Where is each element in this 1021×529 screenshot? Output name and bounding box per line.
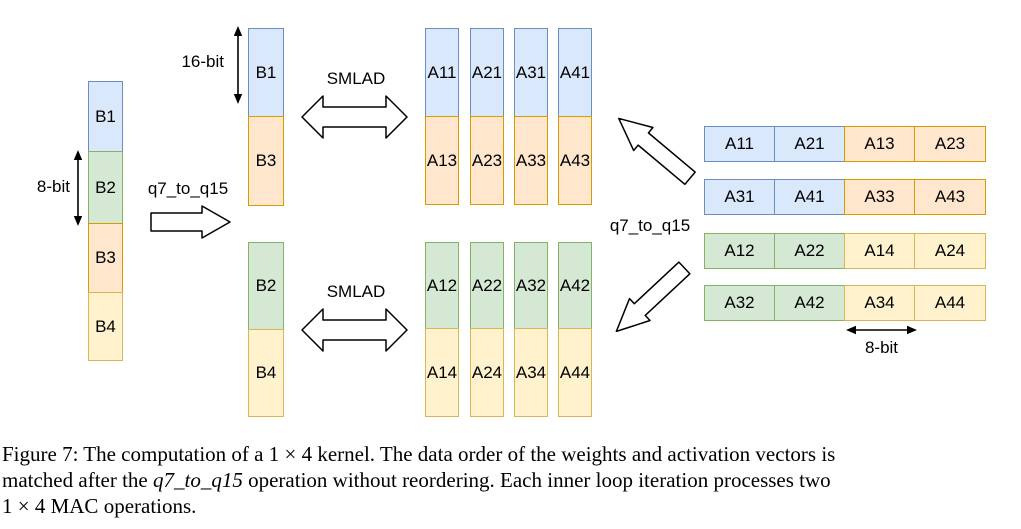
cell-a32: A32 bbox=[704, 285, 775, 321]
label-smlad-bottom: SMLAD bbox=[326, 282, 386, 301]
cell-a24: A24 bbox=[914, 233, 986, 269]
cell-a43: A43 bbox=[914, 179, 986, 215]
cell-a44: A44 bbox=[914, 285, 986, 321]
cell-a24: A24 bbox=[470, 328, 504, 417]
caption-line: Figure 7: The computation of a 1 × 4 ker… bbox=[2, 442, 836, 466]
cell-a14: A14 bbox=[425, 328, 459, 417]
vertical-measure-arrow-icon bbox=[73, 150, 83, 226]
label-8bit-left: 8-bit bbox=[36, 177, 70, 196]
cell-b1: B1 bbox=[88, 81, 123, 152]
vertical-measure-arrow-icon bbox=[233, 26, 243, 104]
cell-a32: A32 bbox=[514, 242, 548, 329]
cell-a21: A21 bbox=[774, 126, 845, 162]
cell-a44: A44 bbox=[558, 328, 592, 417]
cell-a22: A22 bbox=[470, 242, 504, 329]
cell-b2: B2 bbox=[88, 151, 123, 224]
cell-a23: A23 bbox=[470, 116, 504, 205]
cell-b3: B3 bbox=[248, 116, 284, 206]
figure-caption: Figure 7: The computation of a 1 × 4 ker… bbox=[2, 441, 1020, 519]
horizontal-measure-arrow-icon bbox=[846, 325, 917, 335]
cell-a43: A43 bbox=[558, 116, 592, 205]
cell-a42: A42 bbox=[558, 242, 592, 329]
cell-a13: A13 bbox=[425, 116, 459, 205]
cell-a31: A31 bbox=[514, 28, 548, 117]
label-smlad-top: SMLAD bbox=[326, 69, 386, 88]
double-arrow-icon bbox=[301, 95, 408, 139]
cell-a33: A33 bbox=[514, 116, 548, 205]
cell-a41: A41 bbox=[558, 28, 592, 117]
caption-line: 1 × 4 MAC operations. bbox=[2, 494, 197, 518]
cell-a34: A34 bbox=[844, 285, 915, 321]
caption-line: matched after the q7_to_q15 operation wi… bbox=[2, 468, 831, 492]
right-arrow-icon bbox=[150, 205, 231, 239]
label-q7-to-q15-right: q7_to_q15 bbox=[609, 216, 691, 235]
cell-a12: A12 bbox=[704, 233, 775, 269]
cell-a11: A11 bbox=[425, 28, 459, 117]
cell-a11: A11 bbox=[704, 126, 775, 162]
cell-a41: A41 bbox=[774, 179, 845, 215]
label-q7-to-q15-left: q7_to_q15 bbox=[147, 179, 229, 198]
cell-b1: B1 bbox=[248, 28, 284, 117]
cell-a14: A14 bbox=[844, 233, 915, 269]
cell-a34: A34 bbox=[514, 328, 548, 417]
cell-b2: B2 bbox=[248, 242, 284, 330]
down-left-arrow-icon bbox=[615, 261, 691, 333]
cell-a21: A21 bbox=[470, 28, 504, 117]
cell-b3: B3 bbox=[88, 223, 123, 293]
cell-a42: A42 bbox=[774, 285, 845, 321]
label-16bit: 16-bit bbox=[181, 52, 224, 71]
cell-a33: A33 bbox=[844, 179, 915, 215]
cell-a13: A13 bbox=[844, 126, 915, 162]
double-arrow-icon bbox=[301, 308, 408, 352]
cell-a12: A12 bbox=[425, 242, 459, 329]
up-left-arrow-icon bbox=[618, 117, 696, 186]
label-8bit-right: 8-bit bbox=[864, 338, 899, 357]
cell-b4: B4 bbox=[248, 329, 284, 417]
cell-a22: A22 bbox=[774, 233, 845, 269]
cell-b4: B4 bbox=[88, 292, 123, 361]
cell-a31: A31 bbox=[704, 179, 775, 215]
cell-a23: A23 bbox=[914, 126, 986, 162]
